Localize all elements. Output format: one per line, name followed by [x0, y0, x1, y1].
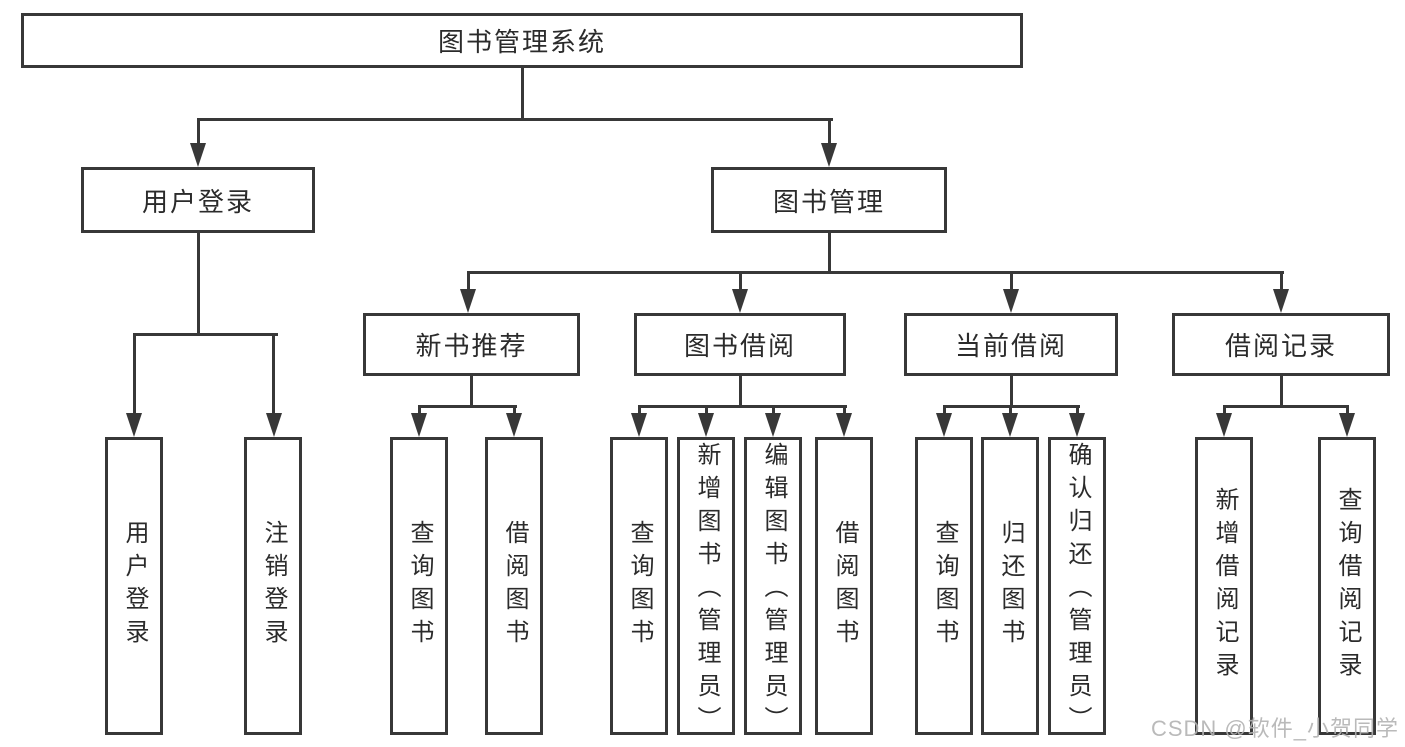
node-label: 借阅记录 — [1224, 331, 1337, 361]
leaf-label: 查询图书 — [406, 520, 433, 652]
leaf-borrow-book-recommend: 借阅图书 — [485, 437, 543, 735]
csdn-watermark: CSDN @软件_小贺同学 — [1150, 716, 1399, 741]
connector-line — [521, 66, 524, 120]
arrow-down-icon — [126, 413, 142, 437]
connector-line — [1223, 405, 1226, 419]
node-label: 新书推荐 — [415, 331, 528, 361]
connector-line — [133, 333, 278, 336]
connector-line — [739, 376, 742, 407]
node-label: 图书管理 — [772, 186, 885, 217]
connector-line — [638, 405, 641, 419]
connector-line — [197, 118, 833, 121]
node-root-library-system: 图书管理系统 — [21, 13, 1023, 68]
leaf-label: 编辑图书（管理员） — [760, 442, 787, 739]
connector-line — [772, 405, 775, 419]
connector-line — [418, 405, 517, 408]
connector-line — [739, 271, 742, 295]
arrow-down-icon — [190, 143, 206, 167]
connector-line — [1009, 405, 1012, 419]
leaf-label: 查询借阅记录 — [1334, 487, 1361, 685]
connector-line — [467, 271, 470, 295]
connector-line — [1280, 271, 1283, 295]
leaf-label: 借阅图书 — [831, 520, 858, 652]
node-borrow-record: 借阅记录 — [1172, 313, 1390, 376]
node-label: 当前借阅 — [954, 331, 1067, 361]
leaf-label: 归还图书 — [997, 520, 1024, 652]
leaf-confirm-return-admin: 确认归还（管理员） — [1048, 437, 1106, 739]
connector-line — [828, 233, 831, 273]
connector-line — [943, 405, 946, 419]
arrow-down-icon — [631, 413, 647, 437]
arrow-down-icon — [732, 289, 748, 313]
leaf-label: 查询图书 — [931, 520, 958, 652]
leaf-edit-book-admin: 编辑图书（管理员） — [744, 437, 802, 739]
arrow-down-icon — [1339, 413, 1355, 437]
connector-line — [843, 405, 846, 419]
connector-line — [1076, 405, 1079, 419]
arrow-down-icon — [1069, 413, 1085, 437]
connector-line — [705, 405, 708, 419]
arrow-down-icon — [936, 413, 952, 437]
connector-line — [1010, 376, 1013, 407]
node-label: 用户登录 — [141, 186, 254, 217]
leaf-label: 借阅图书 — [501, 520, 528, 652]
leaf-query-borrow-record: 查询借阅记录 — [1318, 437, 1376, 735]
node-book-management: 图书管理 — [711, 167, 947, 233]
leaf-add-book-admin: 新增图书（管理员） — [677, 437, 735, 739]
arrow-down-icon — [411, 413, 427, 437]
node-user-login: 用户登录 — [81, 167, 315, 233]
leaf-return-book: 归还图书 — [981, 437, 1039, 735]
connector-line — [418, 405, 421, 419]
connector-line — [828, 118, 831, 150]
node-label: 图书借阅 — [683, 331, 796, 361]
node-current-borrow: 当前借阅 — [904, 313, 1118, 376]
connector-line — [133, 333, 136, 417]
node-new-book-recommend: 新书推荐 — [363, 313, 580, 376]
leaf-logout-login: 注销登录 — [244, 437, 302, 735]
leaf-query-book-recommend: 查询图书 — [390, 437, 448, 735]
leaf-label: 查询图书 — [626, 520, 653, 652]
connector-line — [1280, 376, 1283, 407]
connector-line — [1346, 405, 1349, 419]
node-label: 图书管理系统 — [437, 27, 606, 57]
leaf-label: 新增图书（管理员） — [693, 442, 720, 739]
arrow-down-icon — [698, 413, 714, 437]
arrow-down-icon — [266, 413, 282, 437]
connector-line — [197, 118, 200, 150]
arrow-down-icon — [1003, 289, 1019, 313]
connector-line — [272, 333, 275, 417]
arrow-down-icon — [1273, 289, 1289, 313]
connector-line — [513, 405, 516, 419]
arrow-down-icon — [1002, 413, 1018, 437]
connector-line — [467, 271, 1284, 274]
leaf-user-login: 用户登录 — [105, 437, 163, 735]
connector-line — [197, 233, 200, 335]
arrow-down-icon — [836, 413, 852, 437]
leaf-query-book-current: 查询图书 — [915, 437, 973, 735]
arrow-down-icon — [821, 143, 837, 167]
leaf-add-borrow-record: 新增借阅记录 — [1195, 437, 1253, 735]
connector-line — [470, 376, 473, 407]
leaf-label: 新增借阅记录 — [1211, 487, 1238, 685]
connector-line — [638, 405, 847, 408]
node-book-borrow: 图书借阅 — [634, 313, 846, 376]
arrow-down-icon — [506, 413, 522, 437]
leaf-borrow-book-borrow: 借阅图书 — [815, 437, 873, 735]
arrow-down-icon — [1216, 413, 1232, 437]
leaf-label: 用户登录 — [121, 520, 148, 652]
leaf-query-book-borrow: 查询图书 — [610, 437, 668, 735]
leaf-label: 注销登录 — [260, 520, 287, 652]
arrow-down-icon — [460, 289, 476, 313]
connector-line — [1010, 271, 1013, 295]
connector-line — [1223, 405, 1349, 408]
arrow-down-icon — [765, 413, 781, 437]
leaf-label: 确认归还（管理员） — [1064, 442, 1091, 739]
